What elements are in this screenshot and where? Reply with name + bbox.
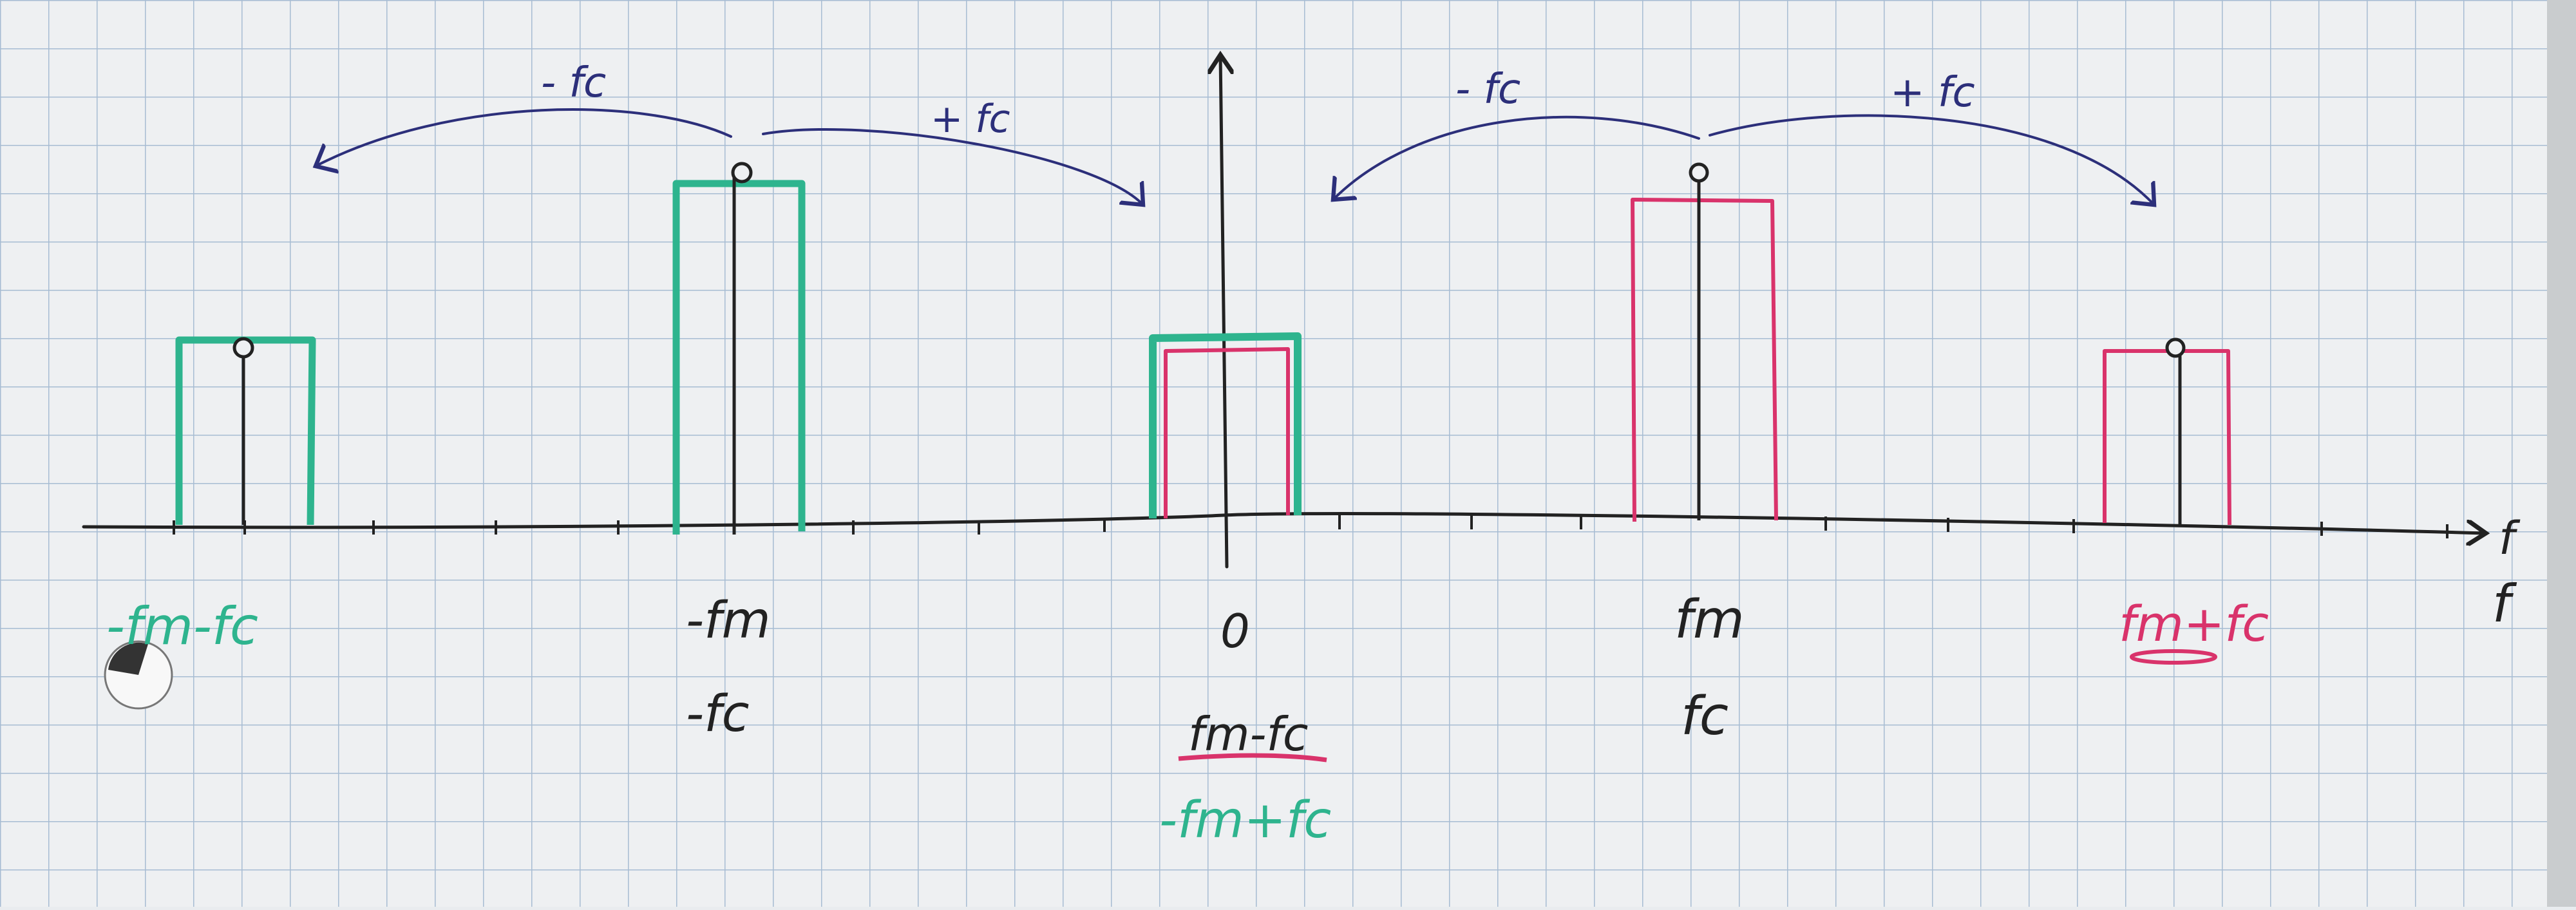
arrow-label-right-plus: + fc xyxy=(1890,69,1975,117)
frequency-axis xyxy=(82,511,2486,533)
shift-arrows xyxy=(316,108,2154,205)
component-neg-fm xyxy=(672,162,806,535)
label-fc: fc xyxy=(1681,686,1728,747)
arrow-icon xyxy=(316,108,732,166)
vertical-axis xyxy=(1220,55,1227,569)
arrow-label-left-plus: + fc xyxy=(931,97,1010,142)
arrow-icon xyxy=(762,128,1143,205)
label-neg-fm: -fm xyxy=(686,592,771,650)
punch-hole-icon xyxy=(104,640,173,710)
component-center xyxy=(1149,332,1302,518)
label-neg-fm-neg-fc: -fm-fc xyxy=(106,596,258,656)
axis-ticks xyxy=(173,515,2448,538)
arrow-label-right-minus: - fc xyxy=(1455,66,1520,113)
label-zero: 0 xyxy=(1220,604,1250,658)
label-fm: fm xyxy=(1674,589,1745,650)
label-fm-plus-fc: fm+fc xyxy=(2119,595,2269,652)
arrow-icon xyxy=(1709,114,2154,205)
component-neg-fm-neg-fc xyxy=(175,336,316,526)
arrow-label-left-minus: - fc xyxy=(541,59,606,107)
label-fm-minus-fc: fm-fc xyxy=(1188,707,1308,761)
label-neg-fm-plus-fc: -fm+fc xyxy=(1159,792,1331,849)
underline-red xyxy=(1178,753,1327,763)
component-pos-fm xyxy=(1631,162,1778,522)
component-pos-fm-pos-fc xyxy=(2103,337,2231,526)
arrow-icon xyxy=(1333,115,1700,200)
underline-red-oval xyxy=(2130,649,2217,665)
label-neg-fc: -fc xyxy=(686,685,750,743)
page-edge xyxy=(2547,0,2576,907)
